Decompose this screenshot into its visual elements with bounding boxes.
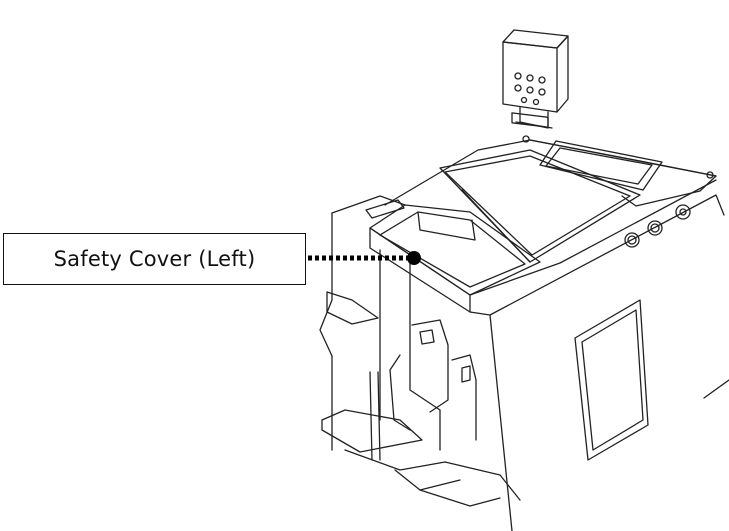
control-panel-box [502, 29, 569, 129]
front-panel [469, 194, 729, 531]
callout-anchor-dot [407, 251, 421, 265]
safety-cover-left [369, 204, 541, 313]
top-surface [369, 139, 717, 296]
bottom-tray [321, 409, 521, 507]
callout-label: Safety Cover (Left) [53, 247, 256, 271]
left-body [319, 195, 406, 451]
callout-label-box: Safety Cover (Left) [3, 233, 306, 285]
callout-leader [308, 251, 421, 265]
